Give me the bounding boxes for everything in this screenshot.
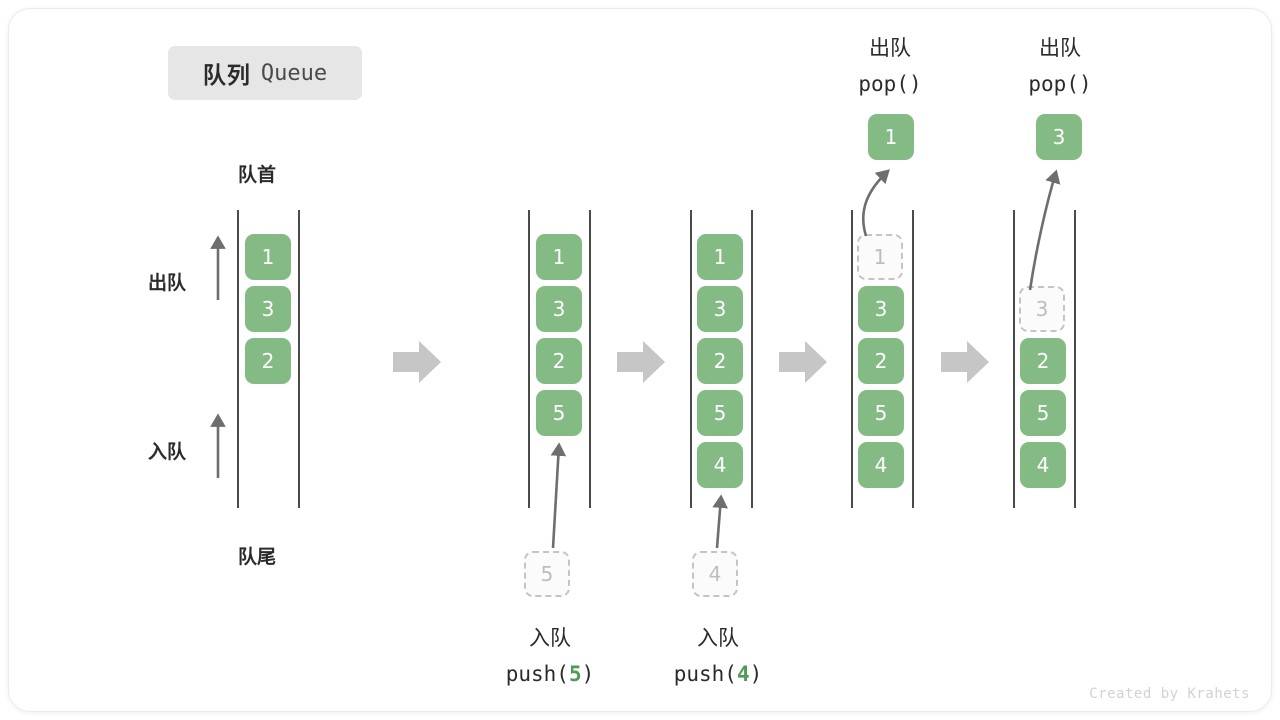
queue-rail-left-2 (528, 210, 530, 508)
popped-cell: 3 (1036, 114, 1082, 160)
queue-rail-right-3 (751, 210, 753, 508)
popped-cell: 1 (868, 114, 914, 160)
queue-cell: 2 (536, 338, 582, 384)
op-title: 出队 (1039, 36, 1081, 60)
queue-cell-removing: 1 (857, 234, 903, 280)
queue-cell: 2 (697, 338, 743, 384)
queue-cell: 4 (858, 442, 904, 488)
queue-rail-right-4 (912, 210, 914, 508)
op-call: pop() (858, 72, 922, 96)
queue-rail-left-3 (690, 210, 692, 508)
diagram-card (8, 8, 1272, 712)
op-title: 入队 (697, 626, 739, 650)
op-label-pop-1: 出队 pop() (810, 30, 970, 102)
queue-cell: 2 (1020, 338, 1066, 384)
op-call: pop() (1028, 72, 1092, 96)
queue-cell: 1 (697, 234, 743, 280)
credit-text: Created by Krahets (1089, 686, 1250, 702)
op-label-push-4: 入队 push(4) (628, 620, 808, 692)
diagram-title-badge: 队列 Queue (168, 46, 362, 100)
op-call: push(4) (673, 662, 763, 686)
queue-rail-right-1 (298, 210, 300, 508)
queue-rail-right-5 (1074, 210, 1076, 508)
title-english: Queue (260, 60, 328, 86)
queue-cell: 5 (536, 390, 582, 436)
queue-cell-removing: 3 (1019, 286, 1065, 332)
pending-cell: 5 (524, 551, 570, 597)
queue-cell: 5 (858, 390, 904, 436)
op-title: 入队 (529, 626, 571, 650)
op-label-pop-3: 出队 pop() (980, 30, 1140, 102)
pending-cell: 4 (692, 551, 738, 597)
label-rear: 队尾 (238, 546, 277, 568)
queue-rail-left-1 (237, 210, 239, 508)
queue-rail-left-5 (1013, 210, 1015, 508)
queue-cell: 2 (858, 338, 904, 384)
queue-cell: 2 (245, 338, 291, 384)
queue-cell: 1 (536, 234, 582, 280)
queue-cell: 3 (697, 286, 743, 332)
op-call: push(5) (505, 662, 595, 686)
queue-cell: 4 (697, 442, 743, 488)
op-label-push-5: 入队 push(5) (460, 620, 640, 692)
title-chinese: 队列 (202, 63, 251, 89)
queue-cell: 5 (697, 390, 743, 436)
queue-rail-right-2 (589, 210, 591, 508)
label-front: 队首 (238, 164, 277, 186)
op-title: 出队 (869, 36, 911, 60)
label-dequeue: 出队 (148, 272, 187, 294)
queue-cell: 3 (858, 286, 904, 332)
queue-cell: 1 (245, 234, 291, 280)
queue-cell: 5 (1020, 390, 1066, 436)
queue-cell: 3 (536, 286, 582, 332)
queue-rail-left-4 (851, 210, 853, 508)
queue-cell: 4 (1020, 442, 1066, 488)
label-enqueue: 入队 (148, 441, 187, 463)
queue-cell: 3 (245, 286, 291, 332)
